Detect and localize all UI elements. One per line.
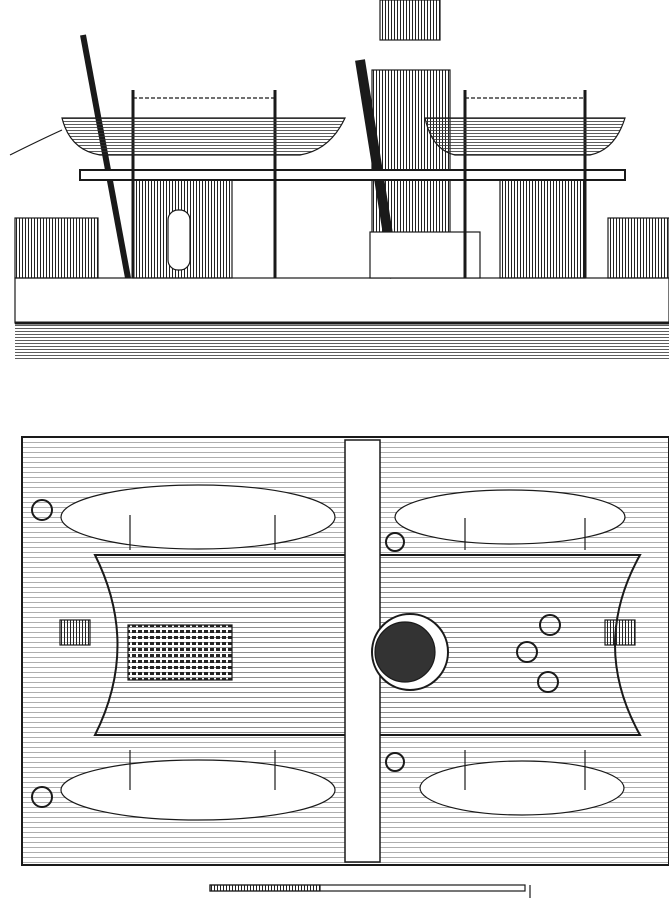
left-lifeboat <box>61 117 346 156</box>
right-cabin <box>499 179 586 279</box>
funnel-base <box>369 231 481 279</box>
scale-bar <box>209 884 531 898</box>
lifeboat-plan-bottom-right <box>419 760 625 816</box>
lifeboat-plan-bottom-left <box>60 759 336 821</box>
funnel-top <box>379 0 441 41</box>
grating <box>127 624 233 681</box>
waterline-hatching <box>15 323 669 361</box>
ladder-left <box>59 619 91 646</box>
right-deckhouse <box>607 217 669 279</box>
deck-band <box>14 277 669 324</box>
deck-plan <box>21 436 669 866</box>
ladder-right <box>604 619 636 646</box>
lifeboat-plan-top-left <box>60 484 336 550</box>
funnel-opening <box>374 621 436 683</box>
left-deckhouse <box>14 217 99 279</box>
mast <box>80 34 131 279</box>
right-lifeboat <box>424 117 626 156</box>
davits-plan <box>129 515 586 790</box>
lifeboat-plan-top-right <box>394 489 626 545</box>
ventilators <box>31 499 561 808</box>
hull-sheer-line <box>9 129 63 156</box>
side-elevation <box>9 0 669 361</box>
cabin-door <box>167 209 191 271</box>
bridge-deck <box>79 169 626 181</box>
